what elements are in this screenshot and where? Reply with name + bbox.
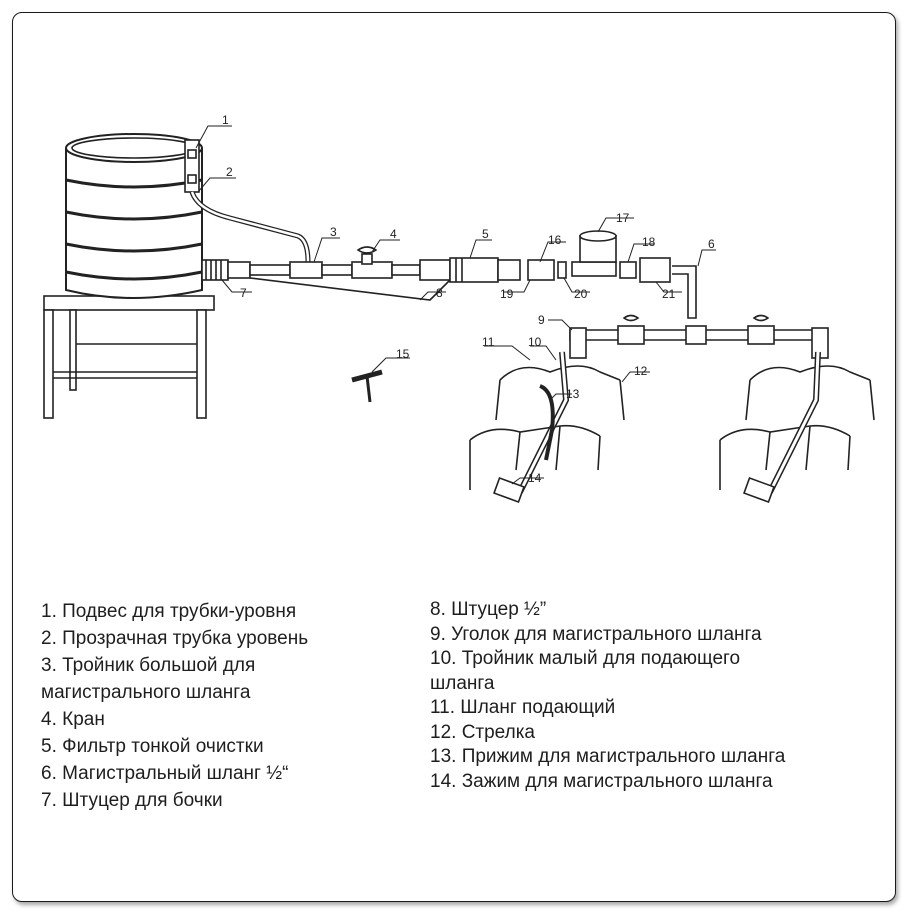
legend-item: 8. Штуцер ½”: [430, 599, 547, 620]
legend-item: 4. Кран: [41, 709, 105, 730]
legend-item: 9. Уголок для магистрального шланга: [430, 623, 762, 645]
connector-18-21: [619, 257, 671, 283]
callout-11: 11: [482, 335, 495, 349]
callout-3: 3: [330, 225, 337, 239]
transparent-tube: [189, 191, 311, 263]
legend-item: 7. Штуцер для бочки: [41, 790, 223, 811]
callout-8: 8: [436, 286, 443, 300]
callout-labels: 1 2 3 4 5 6 7 8 9 10 11 12 13 14 15 16 1…: [222, 113, 715, 485]
callout-17: 17: [616, 211, 630, 225]
callout-20: 20: [574, 287, 588, 301]
barrel: [65, 133, 203, 299]
callout-13: 13: [566, 387, 580, 401]
callout-14: 14: [528, 471, 542, 485]
water-meter: [571, 230, 617, 277]
barrel-fitting: [201, 259, 251, 281]
legend-left: 1. Подвес для трубки-уровня 2. Прозрачна…: [41, 598, 401, 814]
legend-item: 10. Тройник малый для подающего шланга: [430, 648, 741, 694]
callout-18: 18: [642, 235, 656, 249]
callout-10: 10: [528, 335, 542, 349]
drip-set-left: [469, 351, 625, 503]
callout-9: 9: [538, 313, 545, 327]
level-tube-holder: [184, 139, 200, 193]
drip-set-right: [719, 351, 875, 503]
callout-7: 7: [240, 286, 247, 300]
tap: [356, 246, 378, 265]
small-fittings: [527, 259, 567, 281]
callout-5: 5: [482, 227, 489, 241]
callout-6: 6: [708, 237, 715, 251]
legend-item: 11. Шланг подающий: [430, 697, 616, 718]
legend-item: 14. Зажим для магистрального шланга: [430, 770, 773, 792]
callout-1: 1: [222, 113, 229, 127]
callout-16: 16: [548, 233, 562, 247]
legend-item: 5. Фильтр тонкой очистки: [41, 736, 264, 757]
legend-item: 13. Прижим для магистрального шланга: [430, 746, 786, 767]
leader-lines: [195, 125, 716, 485]
legend-item: 6. Магистральный шланг ½“: [41, 763, 289, 784]
callout-12: 12: [634, 364, 648, 378]
main-pipe-upper: [249, 259, 451, 281]
barrel-stand: [43, 295, 215, 419]
callout-15: 15: [396, 347, 410, 361]
fitting-hose: [249, 277, 451, 301]
callout-21: 21: [662, 287, 676, 301]
legend-item: 3. Тройник большой для магистрального шл…: [41, 655, 256, 703]
main-hose: [672, 265, 697, 319]
legend-item: 12. Стрелка: [430, 721, 536, 743]
callout-2: 2: [226, 165, 233, 179]
legend-item: 2. Прозрачная трубка уровень: [41, 628, 309, 649]
tool: [351, 369, 383, 403]
callout-4: 4: [390, 227, 397, 241]
legend-item: 1. Подвес для трубки-уровня: [41, 601, 297, 622]
legend-right: 8. Штуцер ½” 9. Уголок для магистральног…: [430, 598, 900, 794]
main-pipe-lower: [569, 314, 829, 359]
callout-19: 19: [500, 287, 514, 301]
fine-filter: [449, 257, 521, 283]
